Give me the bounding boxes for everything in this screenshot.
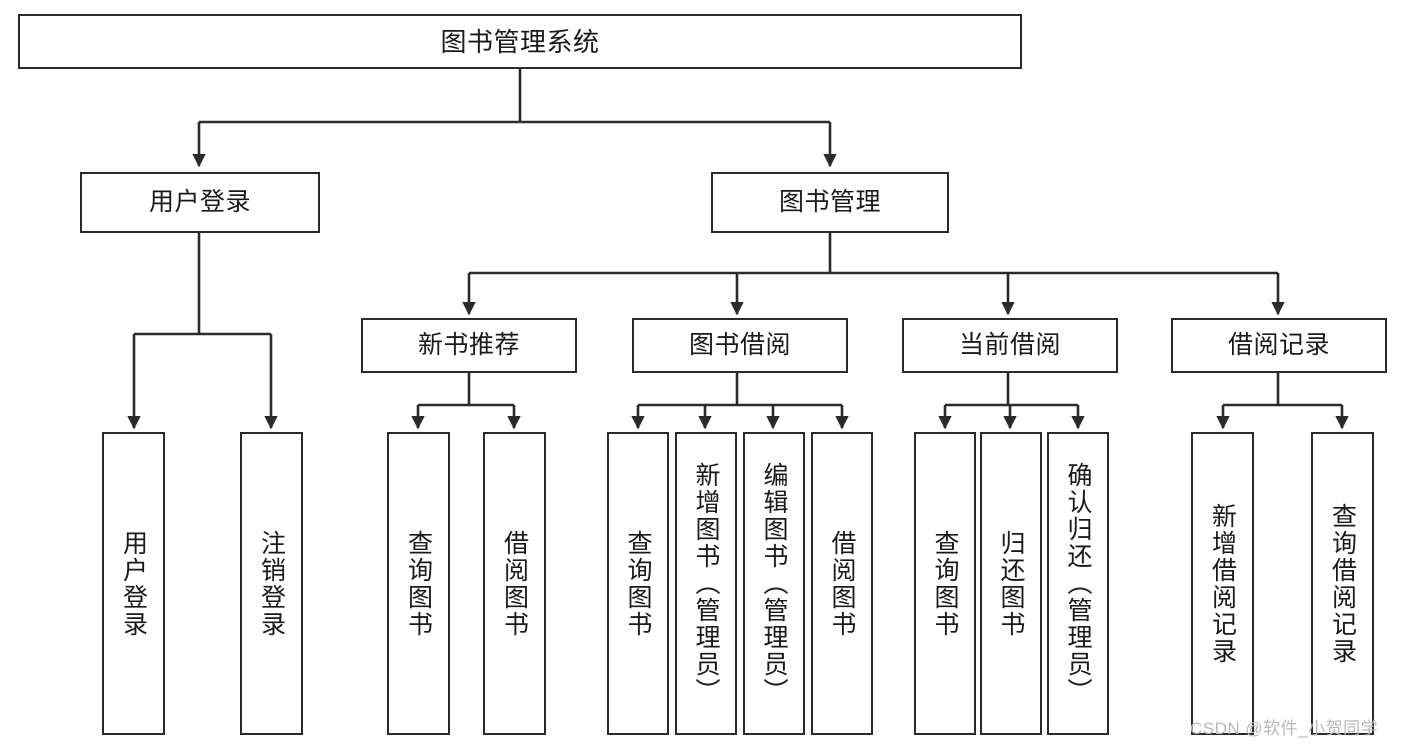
node-user-login[interactable]: 用户登录: [80, 172, 320, 233]
node-leaf-return-book[interactable]: 归还图书: [980, 432, 1042, 735]
node-leaf-query-book-2[interactable]: 查询图书: [607, 432, 669, 735]
node-leaf-user-logout-label: 注销登录: [257, 529, 286, 638]
node-user-login-label: 用户登录: [148, 188, 251, 216]
node-root-label: 图书管理系统: [440, 26, 600, 57]
node-book-borrow[interactable]: 图书借阅: [632, 318, 848, 373]
node-leaf-confirm-return-label: 确认归还（管理员）: [1064, 462, 1092, 705]
node-leaf-query-book-2-label: 查询图书: [624, 529, 652, 638]
node-leaf-borrow-book-2[interactable]: 借阅图书: [811, 432, 873, 735]
node-leaf-query-book-3[interactable]: 查询图书: [914, 432, 976, 735]
node-new-book-recommend[interactable]: 新书推荐: [361, 318, 577, 373]
node-borrow-record-label: 借阅记录: [1227, 331, 1330, 359]
node-leaf-return-book-label: 归还图书: [997, 529, 1025, 638]
node-leaf-borrow-book-1[interactable]: 借阅图书: [483, 432, 546, 735]
node-current-borrow-label: 当前借阅: [958, 331, 1061, 359]
node-leaf-add-record[interactable]: 新增借阅记录: [1191, 432, 1254, 735]
node-leaf-borrow-book-2-label: 借阅图书: [828, 529, 856, 638]
node-leaf-borrow-book-1-label: 借阅图书: [500, 529, 529, 638]
node-leaf-query-record[interactable]: 查询借阅记录: [1311, 432, 1374, 735]
node-leaf-add-record-label: 新增借阅记录: [1208, 502, 1237, 665]
node-book-manage-label: 图书管理: [778, 188, 881, 216]
node-leaf-user-login[interactable]: 用户登录: [102, 432, 165, 735]
node-leaf-query-record-label: 查询借阅记录: [1328, 502, 1357, 665]
watermark: CSDN @软件_小贺同学: [1190, 719, 1379, 738]
node-leaf-add-book-label: 新增图书（管理员）: [692, 462, 720, 705]
node-leaf-edit-book-label: 编辑图书（管理员）: [760, 462, 788, 705]
node-current-borrow[interactable]: 当前借阅: [902, 318, 1118, 373]
node-leaf-confirm-return[interactable]: 确认归还（管理员）: [1047, 432, 1109, 735]
node-leaf-query-book-1[interactable]: 查询图书: [387, 432, 450, 735]
node-leaf-add-book[interactable]: 新增图书（管理员）: [675, 432, 737, 735]
node-leaf-user-logout[interactable]: 注销登录: [240, 432, 303, 735]
node-borrow-record[interactable]: 借阅记录: [1171, 318, 1387, 373]
node-book-manage[interactable]: 图书管理: [711, 172, 949, 233]
node-root[interactable]: 图书管理系统: [18, 14, 1022, 69]
node-leaf-query-book-1-label: 查询图书: [404, 529, 433, 638]
node-new-book-recommend-label: 新书推荐: [417, 331, 520, 359]
node-leaf-user-login-label: 用户登录: [119, 529, 148, 638]
node-leaf-query-book-3-label: 查询图书: [931, 529, 959, 638]
node-book-borrow-label: 图书借阅: [688, 331, 791, 359]
node-leaf-edit-book[interactable]: 编辑图书（管理员）: [743, 432, 805, 735]
